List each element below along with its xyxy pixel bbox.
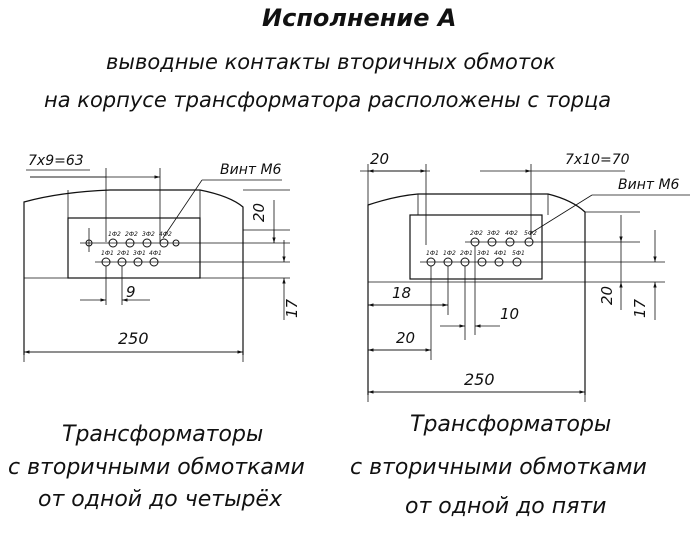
left-upper-terminal-3: 3Ф2 — [142, 231, 155, 238]
right-housing-outline — [367, 193, 586, 395]
left-dim-top-label: 7x9=63 — [28, 153, 84, 169]
right-upper-terminal-1: 2Ф2 — [470, 230, 483, 237]
right-dim-20-bottom: 20 — [396, 329, 415, 347]
right-upper-terminal-4: 5Ф2 — [524, 230, 537, 237]
right-upper-terminal-3: 4Ф2 — [505, 230, 518, 237]
right-caption-line-3: от одной до пяти — [405, 494, 607, 519]
right-transformer-drawing: 20 7x10=70 Винт М6 2Ф2 3Ф2 4Ф2 5Ф2 1Ф1 1… — [360, 150, 690, 402]
right-lower-terminal-5: 4Ф1 — [494, 250, 507, 257]
right-lower-terminal-4: 3Ф1 — [477, 250, 490, 257]
right-lower-terminal-2: 1Ф2 — [443, 250, 456, 257]
right-upper-terminal-2: 3Ф2 — [487, 230, 500, 237]
right-dim-width: 250 — [464, 370, 495, 389]
left-terminal-panel — [67, 217, 201, 279]
left-transformer-drawing: 7x9=63 Винт М6 1Ф2 2Ф2 3Ф2 4Ф2 1Ф1 2Ф1 3… — [23, 153, 301, 362]
right-caption-line-2: с вторичными обмотками — [350, 455, 647, 480]
right-lower-terminal-6: 5Ф1 — [512, 250, 525, 257]
right-dim-18: 18 — [392, 284, 411, 302]
right-dim-top-left: 20 — [370, 150, 389, 168]
right-screw-label: Винт М6 — [618, 177, 680, 193]
left-dim-width: 250 — [118, 329, 149, 348]
left-lower-terminal-2: 2Ф1 — [117, 250, 130, 257]
left-upper-terminal-2: 2Ф2 — [125, 231, 138, 238]
left-caption-line-3: от одной до четырёх — [38, 487, 282, 512]
left-upper-terminal-4: 4Ф2 — [159, 231, 172, 238]
left-dim-height-top: 20 — [250, 203, 268, 222]
left-housing-outline — [23, 189, 244, 355]
right-lower-terminal-3: 2Ф1 — [460, 250, 473, 257]
left-caption-line-2: с вторичными обмотками — [8, 455, 305, 480]
left-lower-terminal-4: 4Ф1 — [149, 250, 162, 257]
right-dim-17: 17 — [631, 298, 649, 318]
right-terminal-panel — [409, 214, 543, 280]
right-dim-top: 7x10=70 — [565, 152, 630, 168]
left-dim-pitch: 9 — [126, 283, 136, 301]
left-dim-height-bottom: 17 — [283, 298, 301, 318]
title: Исполнение А — [262, 4, 457, 32]
right-dim-20-side: 20 — [598, 286, 616, 305]
left-lower-terminal-3: 3Ф1 — [133, 250, 146, 257]
subtitle-line-1: выводные контакты вторичных обмоток — [106, 50, 556, 74]
subtitle-line-2: на корпусе трансформатора расположены с … — [44, 88, 612, 112]
left-screw-label: Винт М6 — [220, 162, 282, 178]
left-upper-terminal-1: 1Ф2 — [108, 231, 121, 238]
right-lower-terminal-1: 1Ф1 — [426, 250, 439, 257]
right-caption-line-1: Трансформаторы — [410, 412, 612, 437]
right-dim-10: 10 — [500, 305, 519, 323]
left-caption-line-1: Трансформаторы — [62, 422, 264, 447]
left-lower-terminal-1: 1Ф1 — [101, 250, 114, 257]
